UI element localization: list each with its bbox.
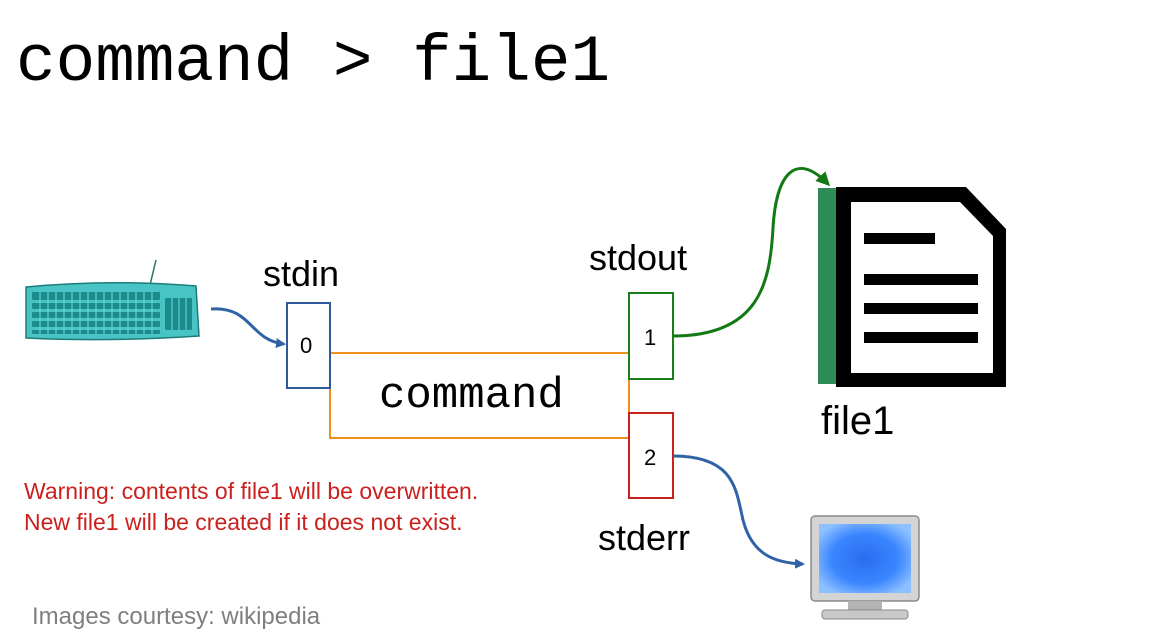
stdout-label: stdout [589, 237, 688, 278]
stderr-fd-box [628, 412, 674, 499]
warning-line-1: Warning: contents of file1 will be overw… [24, 478, 479, 504]
file1-label: file1 [821, 399, 895, 443]
stdout-fd-number: 1 [644, 325, 657, 350]
stderr-fd-number: 2 [644, 445, 657, 470]
stderr-label: stderr [598, 517, 691, 558]
process-lines [329, 352, 630, 439]
image-credit: Images courtesy: wikipedia [32, 603, 321, 630]
stdout-fd-box [628, 292, 674, 380]
command-title: command > file1 [16, 25, 611, 100]
command-label: command [379, 371, 564, 421]
keyboard-icon [25, 259, 200, 341]
stdin-fd-number: 0 [300, 333, 313, 358]
stdout-arrow [672, 167, 831, 338]
stdin-fd-box [286, 302, 331, 389]
monitor-icon [810, 515, 920, 620]
stdin-arrow [210, 307, 286, 349]
document-icon [818, 187, 1006, 387]
warning-note: Warning: contents of file1 will be overw… [24, 476, 478, 538]
warning-line-2: New file1 will be created if it does not… [24, 509, 463, 535]
stderr-arrow [672, 454, 805, 569]
stdin-label: stdin [263, 253, 340, 294]
